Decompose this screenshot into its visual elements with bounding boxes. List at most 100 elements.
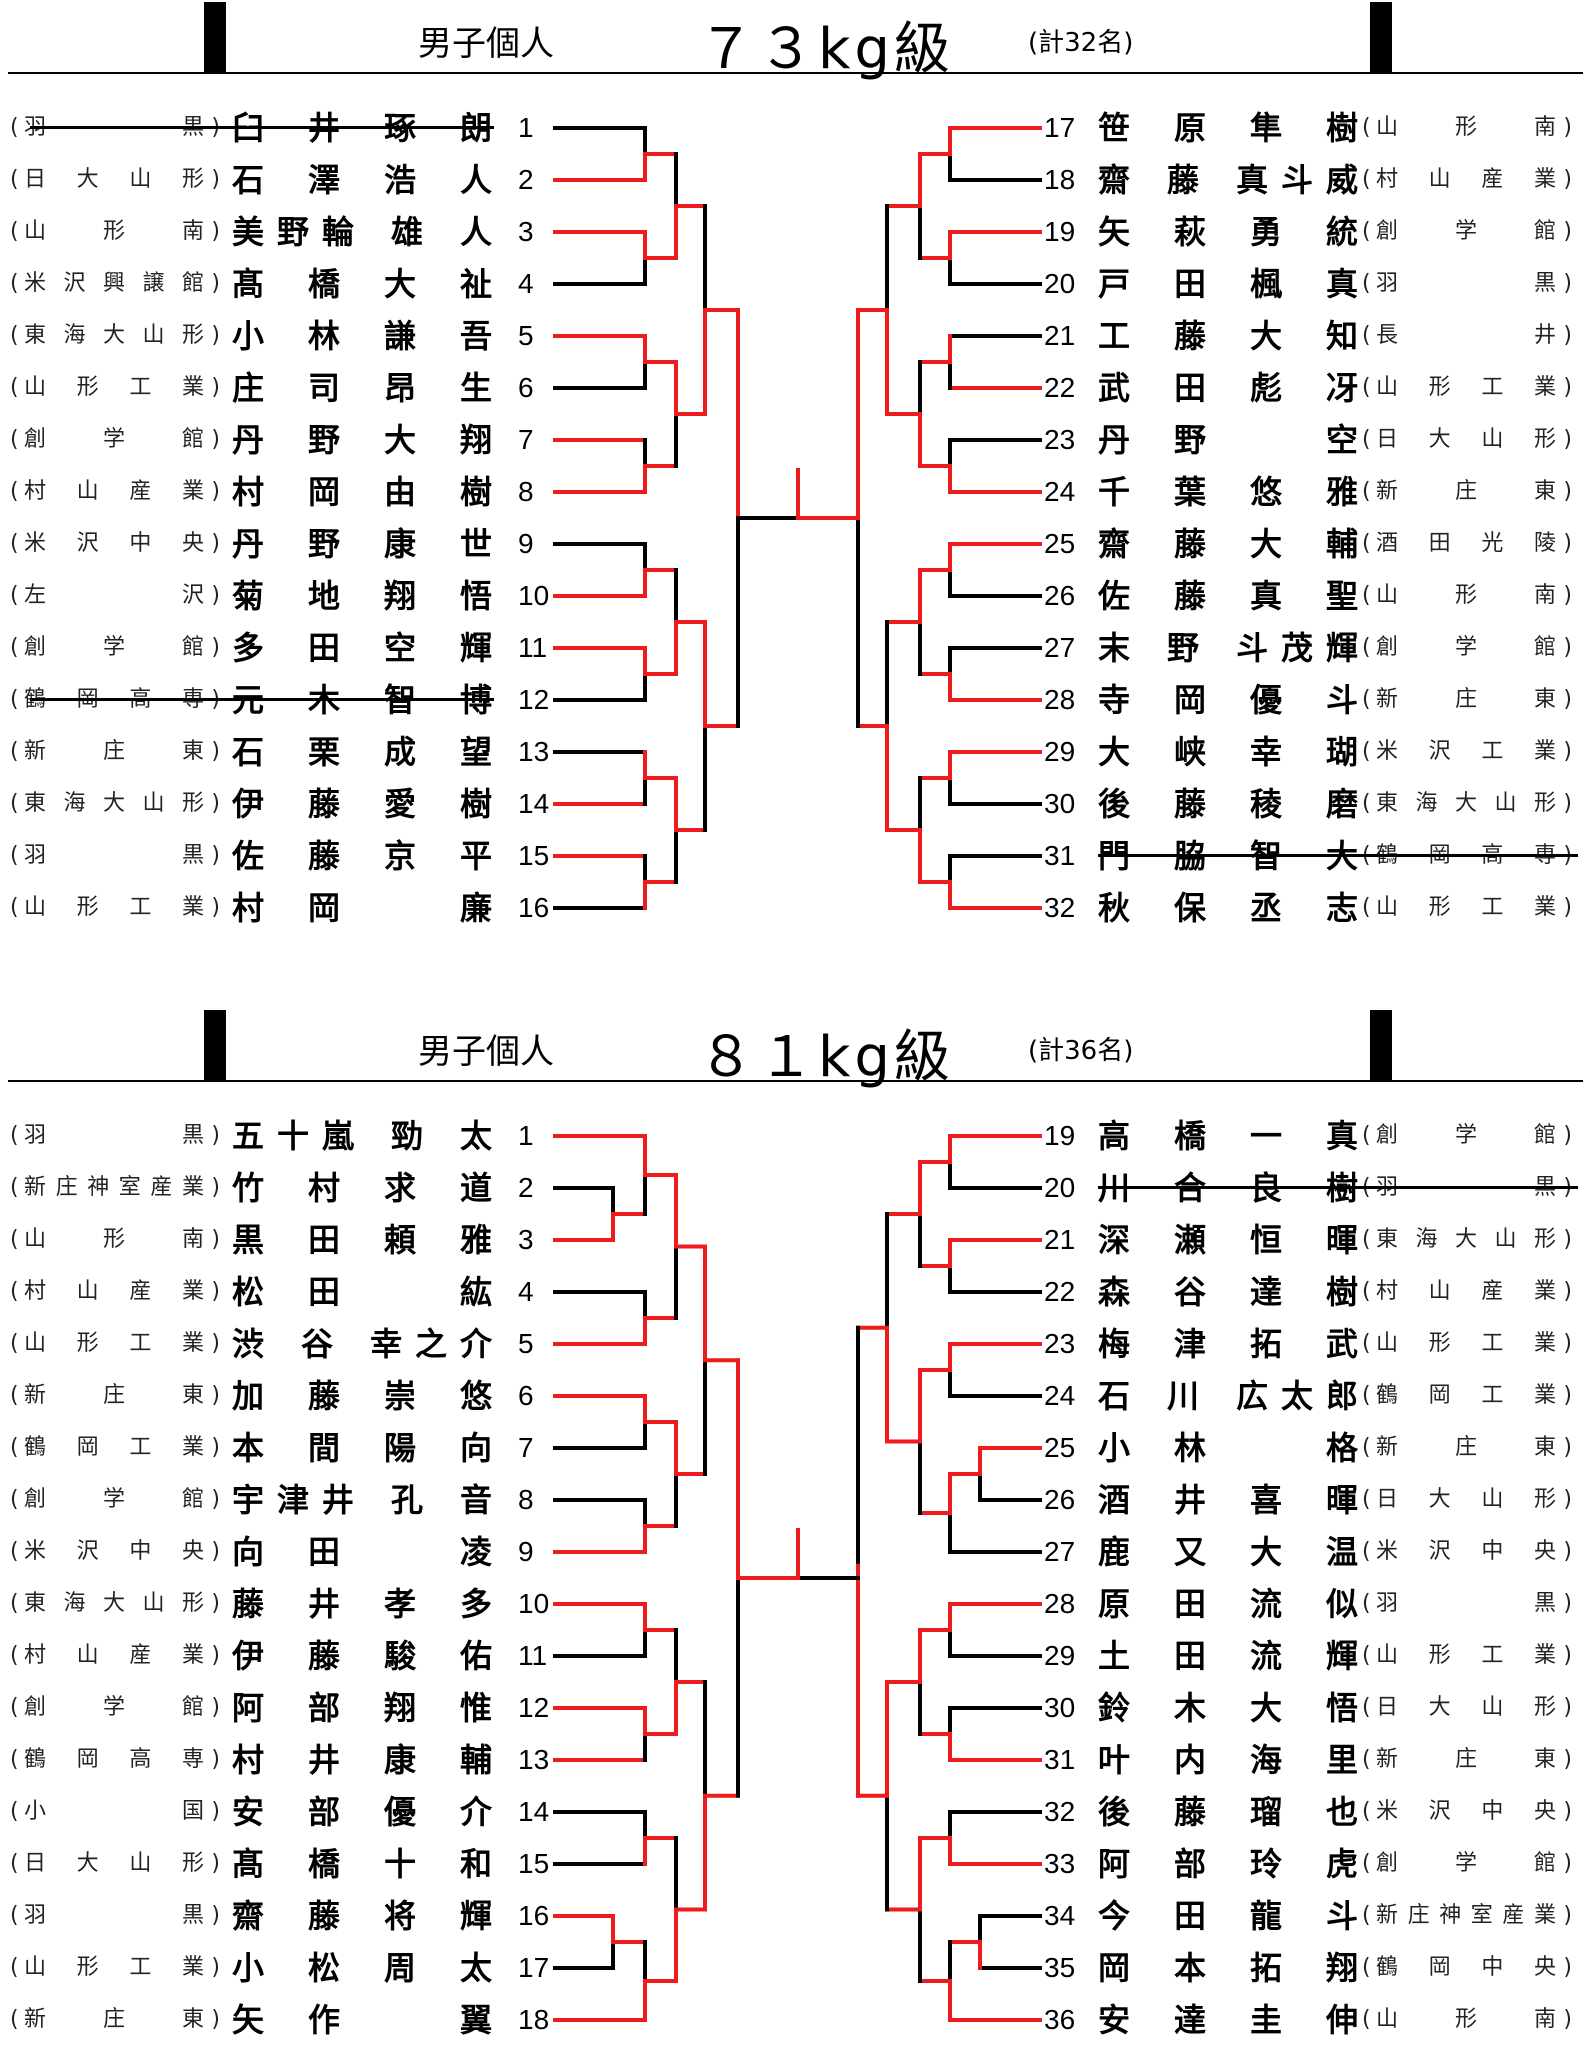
draw-number: 20 xyxy=(1044,268,1076,299)
draw-number: 27 xyxy=(1044,632,1076,663)
competitor-name: 竹 村 求 道 xyxy=(232,1169,492,1207)
competitor-name: 石 栗 成 望 xyxy=(232,733,492,771)
competitor-name: 叶 内 海 里 xyxy=(1098,1741,1358,1779)
draw-number: 4 xyxy=(518,1276,534,1307)
draw-number: 26 xyxy=(1044,1484,1076,1515)
school-name: (羽黒) xyxy=(10,1903,220,1928)
competitor-name: 阿 部 玲 虎 xyxy=(1098,1845,1358,1883)
competitor-name: 渋 谷 幸之介 xyxy=(232,1325,492,1363)
school-name: (山形工業) xyxy=(10,1331,220,1356)
header-bar-right xyxy=(1370,2,1392,72)
competitor-name: 佐 藤 京 平 xyxy=(232,837,492,875)
school-name: (山形工業) xyxy=(1362,895,1572,920)
competitor-name: 森 谷 達 樹 xyxy=(1098,1273,1358,1311)
competitor-name: 庄 司 昂 生 xyxy=(232,369,492,407)
draw-number: 35 xyxy=(1044,1952,1076,1983)
school-name: (長井) xyxy=(1362,323,1572,348)
draw-number: 22 xyxy=(1044,1276,1076,1307)
competitor-name: 本 間 陽 向 xyxy=(232,1429,492,1467)
draw-number: 15 xyxy=(518,840,550,871)
competitor-name: 寺 岡 優 斗 xyxy=(1098,681,1358,719)
category-label: 男子個人 xyxy=(418,1032,554,1072)
school-name: (東海大山形) xyxy=(10,1591,220,1616)
draw-number: 21 xyxy=(1044,1224,1076,1255)
school-name: (山形南) xyxy=(10,1227,220,1252)
draw-number: 13 xyxy=(518,1744,550,1775)
category-label: 男子個人 xyxy=(418,24,554,64)
weight-class-header: 男子個人 ７３kg級 (計32名) xyxy=(8,2,1583,82)
school-name: (創学館) xyxy=(1362,219,1572,244)
competitor-name: 伊 藤 愛 樹 xyxy=(232,785,492,823)
draw-number: 24 xyxy=(1044,1380,1076,1411)
competitor-name: 石 澤 浩 人 xyxy=(232,161,492,199)
draw-number: 11 xyxy=(518,632,548,663)
draw-number: 10 xyxy=(518,580,550,611)
draw-number: 18 xyxy=(1044,164,1076,195)
competitor-name: 村 岡 由 樹 xyxy=(232,473,492,511)
school-name: (米沢中央) xyxy=(1362,1799,1572,1824)
competitor-name: 村 岡 廉 xyxy=(232,889,492,927)
school-name: (日大山形) xyxy=(1362,1487,1572,1512)
withdrawn-strike xyxy=(30,698,494,701)
competitor-name: 丹 野 空 xyxy=(1098,421,1358,459)
draw-number: 5 xyxy=(518,320,534,351)
school-name: (創学館) xyxy=(10,427,220,452)
competitor-name: 矢 作 翼 xyxy=(232,2001,492,2039)
draw-number: 2 xyxy=(518,1172,534,1203)
draw-number: 4 xyxy=(518,268,534,299)
school-name: (左沢) xyxy=(10,583,220,608)
competitor-name: 加 藤 崇 悠 xyxy=(232,1377,492,1415)
school-name: (山形南) xyxy=(1362,115,1572,140)
school-name: (羽黒) xyxy=(10,1123,220,1148)
competitor-name: 原 田 流 似 xyxy=(1098,1585,1358,1623)
school-name: (村山産業) xyxy=(10,1279,220,1304)
draw-number: 8 xyxy=(518,1484,534,1515)
competitor-name: 今 田 龍 斗 xyxy=(1098,1897,1358,1935)
entrant-count: (計32名) xyxy=(1028,28,1134,58)
school-name: (新庄神室産業) xyxy=(10,1175,220,1200)
school-name: (新庄東) xyxy=(1362,1435,1572,1460)
draw-number: 1 xyxy=(518,112,534,143)
draw-number: 32 xyxy=(1044,1796,1076,1827)
draw-number: 18 xyxy=(518,2004,550,2035)
school-name: (山形工業) xyxy=(1362,375,1572,400)
school-name: (新庄東) xyxy=(1362,479,1572,504)
competitor-name: 酒 井 喜 暉 xyxy=(1098,1481,1358,1519)
school-name: (村山産業) xyxy=(10,1643,220,1668)
school-name: (東海大山形) xyxy=(1362,1227,1572,1252)
draw-number: 16 xyxy=(518,892,550,923)
competitor-name: 末 野 斗茂輝 xyxy=(1098,629,1358,667)
school-name: (日大山形) xyxy=(10,167,220,192)
draw-number: 24 xyxy=(1044,476,1076,507)
competitor-name: 五十嵐 勁 太 xyxy=(232,1117,492,1155)
school-name: (新庄東) xyxy=(10,1383,220,1408)
school-name: (山形南) xyxy=(1362,583,1572,608)
school-name: (東海大山形) xyxy=(10,323,220,348)
competitor-name: 小 林 格 xyxy=(1098,1429,1358,1467)
school-name: (米沢中央) xyxy=(10,1539,220,1564)
competitor-name: 髙 橋 大 祉 xyxy=(232,265,492,303)
school-name: (東海大山形) xyxy=(1362,791,1572,816)
draw-number: 16 xyxy=(518,1900,550,1931)
draw-number: 6 xyxy=(518,372,534,403)
header-bar-left xyxy=(204,1010,226,1080)
school-name: (小国) xyxy=(10,1799,220,1824)
competitor-name: 美野輪 雄 人 xyxy=(232,213,492,251)
competitor-name: 後 藤 瑠 也 xyxy=(1098,1793,1358,1831)
school-name: (山形工業) xyxy=(1362,1331,1572,1356)
school-name: (米沢工業) xyxy=(1362,739,1572,764)
weight-class-title: ７３kg級 xyxy=(698,17,954,82)
school-name: (山形工業) xyxy=(10,1955,220,1980)
competitor-name: 秋 保 丞 志 xyxy=(1098,889,1358,927)
draw-number: 30 xyxy=(1044,788,1076,819)
competitor-name: 伊 藤 駿 佑 xyxy=(232,1637,492,1675)
competitor-name: 丹 野 大 翔 xyxy=(232,421,492,459)
competitor-name: 向 田 凌 xyxy=(232,1533,492,1571)
header-bar-right xyxy=(1370,1010,1392,1080)
draw-number: 31 xyxy=(1044,840,1076,871)
competitor-name: 鈴 木 大 悟 xyxy=(1098,1689,1358,1727)
school-name: (山形工業) xyxy=(10,895,220,920)
school-name: (日大山形) xyxy=(1362,427,1572,452)
